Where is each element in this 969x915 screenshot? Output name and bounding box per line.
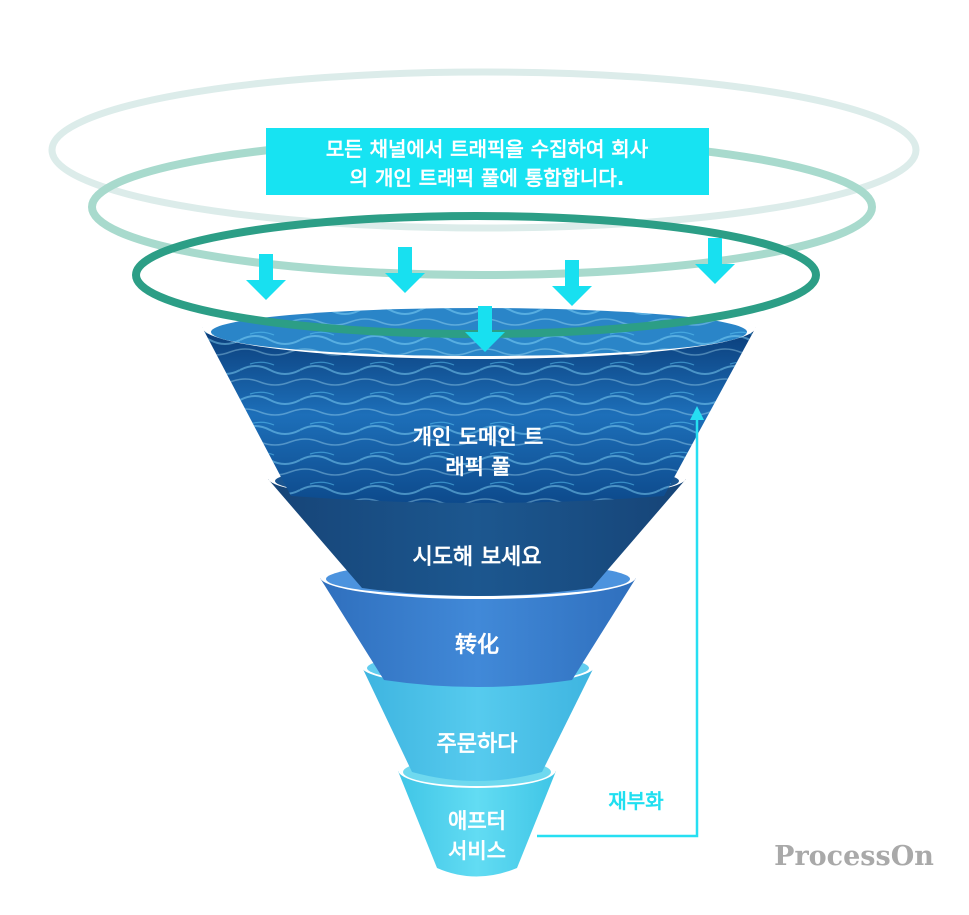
feedback-loop: 재부화 bbox=[537, 406, 704, 838]
conversion-label: 转化 bbox=[455, 632, 499, 658]
trial-label: 시도해 보세요 bbox=[412, 545, 541, 570]
pool-ripples bbox=[202, 327, 756, 503]
order-body bbox=[362, 667, 594, 781]
outer-ring-light bbox=[48, 68, 920, 232]
down-arrow-icon bbox=[385, 247, 425, 293]
trial-body bbox=[268, 479, 686, 596]
aftersales-label-line1: 애프터 bbox=[448, 809, 506, 833]
intro-callout: 모든 채널에서 트래픽을 수집하여 회사 의 개인 트래픽 풀에 통합합니다. bbox=[266, 128, 709, 195]
order-label: 주문하다 bbox=[437, 732, 519, 757]
feedback-label: 재부화 bbox=[608, 789, 664, 813]
down-arrow-icon bbox=[695, 238, 735, 284]
watermark: ProcessOn bbox=[774, 841, 934, 872]
pool-label-line2: 래픽 풀 bbox=[445, 455, 510, 479]
aftersales-label-line2: 서비스 bbox=[448, 839, 506, 863]
intro-text-line2: 의 개인 트래픽 풀에 통합합니다. bbox=[350, 166, 625, 190]
up-arrow-icon bbox=[690, 406, 704, 420]
intro-text-line1: 모든 채널에서 트래픽을 수집하여 회사 bbox=[326, 137, 649, 161]
intro-box bbox=[266, 128, 709, 195]
inflow-arrows bbox=[246, 238, 735, 352]
down-arrow-icon bbox=[552, 260, 592, 306]
conversion-body bbox=[320, 578, 636, 687]
aftersales-body bbox=[398, 771, 556, 877]
down-arrow-icon bbox=[465, 306, 505, 352]
down-arrow-icon bbox=[246, 254, 286, 300]
pool-label-line1: 개인 도메인 트 bbox=[413, 425, 544, 449]
feedback-line bbox=[537, 418, 699, 838]
